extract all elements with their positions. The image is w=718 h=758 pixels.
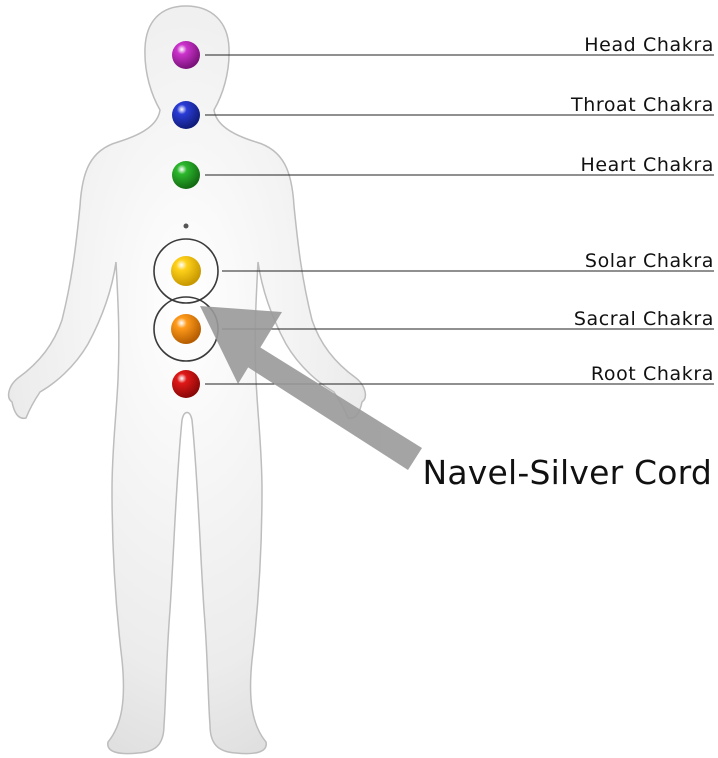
root-chakra-orb: [172, 370, 200, 398]
chakra-label-root: Root Chakra: [591, 363, 714, 385]
chakra-label-head: Head Chakra: [584, 34, 714, 56]
head-chakra-orb: [172, 41, 200, 69]
chakra-label-throat: Throat Chakra: [570, 94, 714, 116]
throat-chakra-orb: [172, 101, 200, 129]
solar-chakra-orb: [171, 256, 201, 286]
heart-chakra-orb: [172, 161, 200, 189]
chakra-label-sacral: Sacral Chakra: [574, 308, 714, 330]
chakra-label-solar: Solar Chakra: [585, 250, 714, 272]
navel-silver-cord-label: Navel-Silver Cord: [422, 453, 712, 492]
sacral-chakra-orb: [171, 314, 201, 344]
navel-dot: [184, 224, 189, 229]
chakra-label-heart: Heart Chakra: [580, 154, 714, 176]
